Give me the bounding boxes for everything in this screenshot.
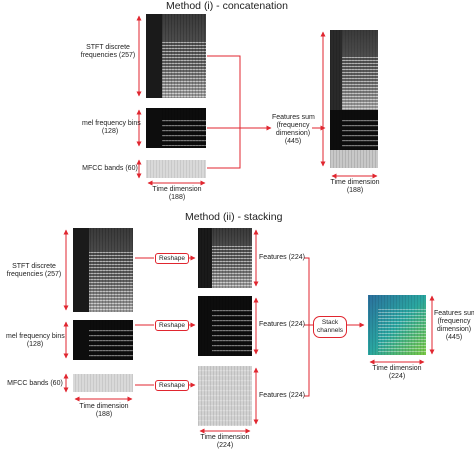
top-stft-label: STFT discrete frequencies (257) xyxy=(80,44,136,59)
bottom-bracket xyxy=(304,257,310,397)
bottom-stft-label: STFT discrete frequencies (257) xyxy=(6,263,62,278)
bottom-mfcc-label: MFCC bands (60) xyxy=(7,380,63,387)
top-sum-label: Features sum (frequency dimension) (445) xyxy=(272,114,315,145)
stacked-output xyxy=(368,295,426,355)
reshape-box-stft: Reshape xyxy=(155,253,190,264)
reshape-box-mel: Reshape xyxy=(155,320,190,331)
bottom-time-label: Time dimension (188) xyxy=(79,403,129,418)
mid-time-label: Time dimension (224) xyxy=(200,434,250,449)
features-label-1: Features (224) xyxy=(259,254,305,261)
top-stft-spectrogram xyxy=(146,14,206,98)
top-out-time-label: Time dimension (188) xyxy=(330,179,380,194)
reshaped-mfcc xyxy=(198,366,252,426)
top-bracket xyxy=(207,55,241,169)
method-i-title: Method (i) - concatenation xyxy=(166,0,288,12)
features-label-2: Features (224) xyxy=(259,321,305,328)
bottom-mfcc-spectrogram xyxy=(73,374,133,392)
bottom-mel-label: mel frequency bins (128) xyxy=(6,333,65,348)
top-mfcc-label: MFCC bands (60) xyxy=(82,165,138,172)
top-mel-label: mel frequency bins (128) xyxy=(82,120,141,135)
top-mfcc-spectrogram xyxy=(146,160,206,178)
bottom-stft-spectrogram xyxy=(73,228,133,312)
reshaped-stft xyxy=(198,228,252,288)
stack-channels-box: Stack channels xyxy=(313,316,347,338)
top-concatenated-output xyxy=(330,30,378,168)
top-time-label: Time dimension (188) xyxy=(152,186,202,201)
bottom-sum-label: Features sum (frequency dimension) (445) xyxy=(434,310,474,341)
reshape-box-mfcc: Reshape xyxy=(155,380,190,391)
reshaped-mel xyxy=(198,296,252,356)
features-label-3: Features (224) xyxy=(259,392,305,399)
bottom-out-time-label: Time dimension (224) xyxy=(372,365,422,380)
method-ii-title: Method (ii) - stacking xyxy=(185,211,283,223)
bottom-mel-spectrogram xyxy=(73,320,133,360)
top-mel-spectrogram xyxy=(146,108,206,148)
